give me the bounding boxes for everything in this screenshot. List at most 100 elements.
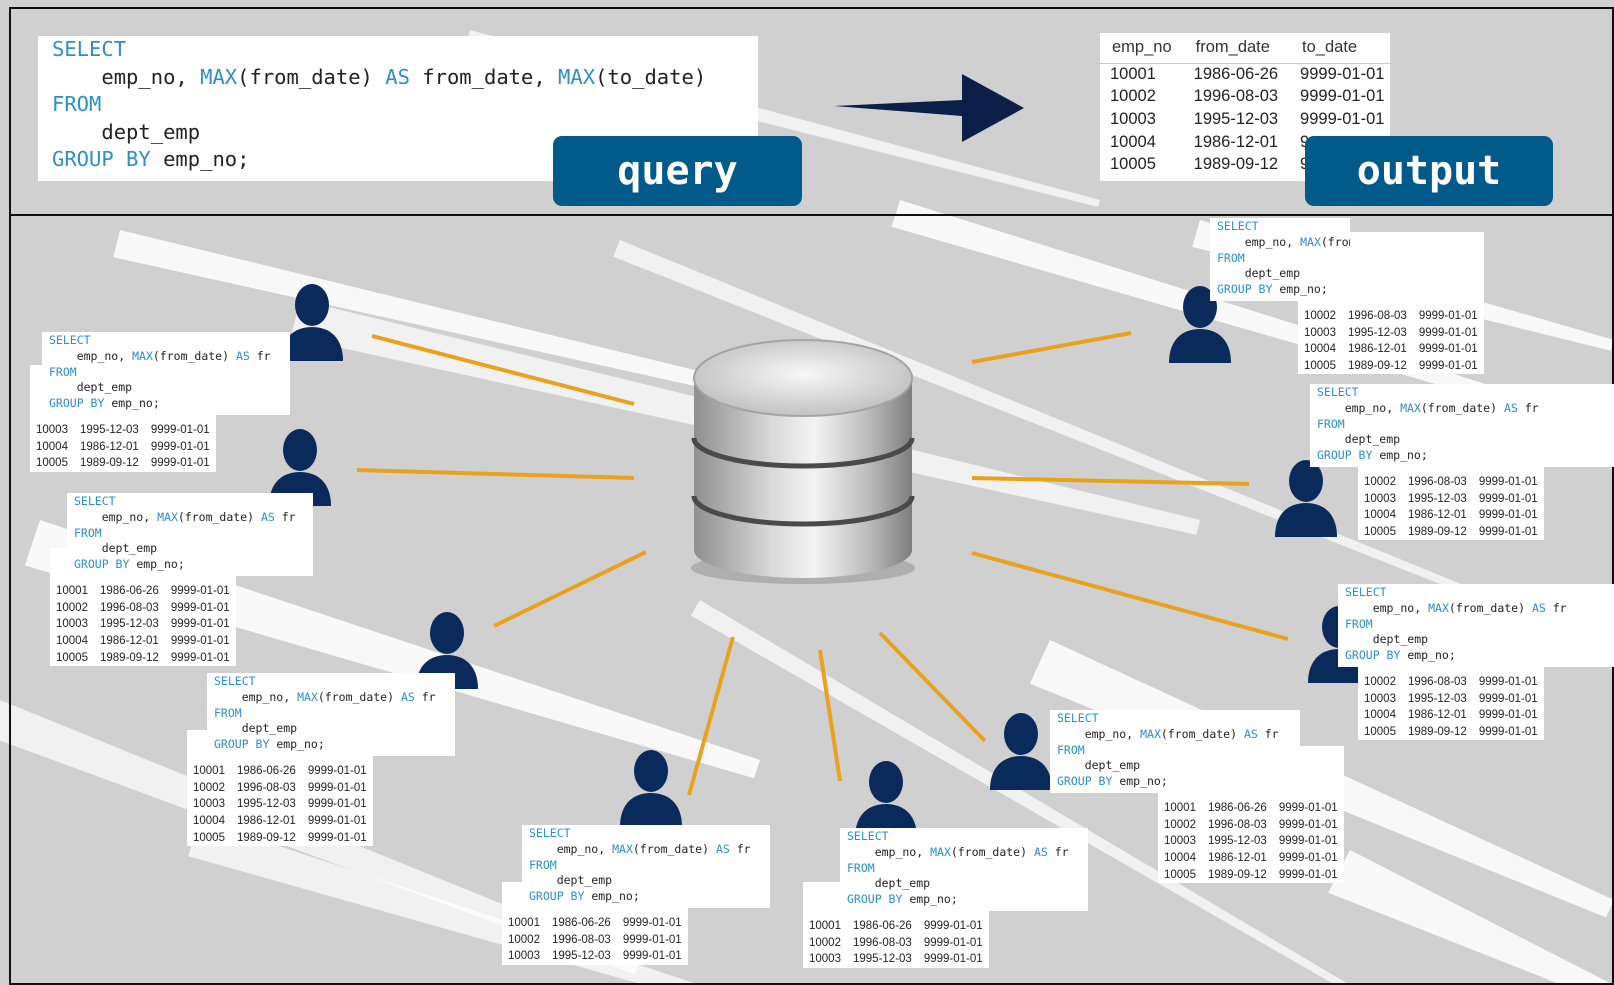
table-cell: 9999-01-01 [1418,360,1478,373]
sql-keyword: AS [715,841,730,856]
sql-text: emp_no; [1272,282,1328,297]
column-header: to_date [1290,33,1397,64]
table-cell: 10002 [1304,310,1336,323]
sql-keyword: AS [235,348,250,363]
sql-text: fr [274,509,296,524]
table-cell: 9999-01-01 [307,831,367,844]
table-cell: 9999-01-01 [923,953,983,966]
sql-keyword: GROUP BY [847,892,903,907]
sql-keyword: FROM [214,705,242,720]
sql-keyword: MAX [132,348,153,363]
output-badge-label: output [1356,148,1502,194]
table-cell: 10002 [56,601,88,614]
table-cell: 9999-01-01 [1478,726,1538,739]
arrow-right-icon [834,74,1024,142]
sql-keyword: SELECT [214,674,256,688]
table-cell: 1996-08-03 [99,601,159,614]
table-cell: 1995-12-03 [236,798,296,811]
sql-text: emp_no, [847,844,931,859]
sql-keyword: AS [1033,844,1048,859]
table-cell: 10004 [36,440,68,453]
table-cell: 10001 [1164,802,1196,815]
table-cell: 9999-01-01 [1478,526,1538,539]
sql-keyword: FROM [1217,250,1245,265]
sql-text: dept_emp [1345,632,1429,647]
sql-keyword: FROM [1317,416,1345,431]
sql-text: emp_no, [74,509,158,524]
table-cell: 10001 [1110,65,1156,84]
table-cell: 10003 [1110,109,1156,128]
sql-text: dept_emp [1317,432,1401,447]
code-line: emp_no, MAX(from_date) AS fr [1345,601,1614,617]
sql-keyword: SELECT [1317,385,1359,399]
code-line: dept_emp [1057,758,1300,774]
connection-line [818,649,842,782]
code-line: dept_emp [1217,266,1350,282]
sql-keyword: AS [400,689,415,704]
table-cell: 10005 [1164,868,1196,881]
sql-text: (from_date) [632,841,716,856]
table-cell: 1995-12-03 [1207,835,1267,848]
table-cell: 9 [1290,153,1396,176]
table-cell: 1986-12-01 [1407,509,1467,522]
code-line: GROUP BY emp_no; [847,892,1088,908]
sql-keyword: FROM [49,364,77,379]
table-cell: 1986-06-26 [551,917,611,930]
table-cell: 10002 [508,933,540,946]
code-line: SELECT [529,826,770,842]
table-cell: 1989-09-12 [1407,726,1467,739]
table-cell: 10005 [1364,726,1396,739]
table-cell: 1989-09-12 [1407,526,1467,539]
code-line: FROM [52,91,758,119]
sql-text: dept_emp [1217,266,1301,281]
sql-text: (from_date) [1420,400,1504,415]
table-cell: 10002 [809,936,841,949]
sql-text: emp_no; [269,737,325,752]
table-cell: 1986-06-26 [1193,65,1279,84]
sql-text: fr [1517,400,1539,415]
code-line: dept_emp [49,380,290,396]
code-line: FROM [74,526,313,542]
table-cell: 10005 [1364,526,1396,539]
table-cell: 9999-01-01 [170,651,230,664]
table-cell: 10004 [56,635,88,648]
sql-keyword: GROUP BY [74,557,130,572]
table-cell: 1989-09-12 [1193,155,1279,174]
sql-keyword: SELECT [52,37,127,61]
table-cell: 10004 [193,815,225,828]
sql-text: emp_no, [52,64,201,89]
table-cell: 1996-08-03 [236,781,296,794]
sql-keyword: SELECT [1345,585,1387,599]
sql-text: (from_date) [317,689,401,704]
user-icon [1169,286,1231,363]
table-cell: 9999-01-01 [1478,709,1538,722]
sql-text: fr [414,689,436,704]
table-cell: 10002 [1110,87,1156,106]
table-cell: 10002 [1364,476,1396,489]
table-cell: 10001 [809,920,841,933]
sql-keyword: MAX [1300,234,1321,249]
table-cell: 10005 [193,831,225,844]
table-cell: 9999-01-01 [307,798,367,811]
sql-text: emp_no, [529,841,613,856]
connection-line [356,468,635,480]
table-cell: 10005 [36,457,68,470]
